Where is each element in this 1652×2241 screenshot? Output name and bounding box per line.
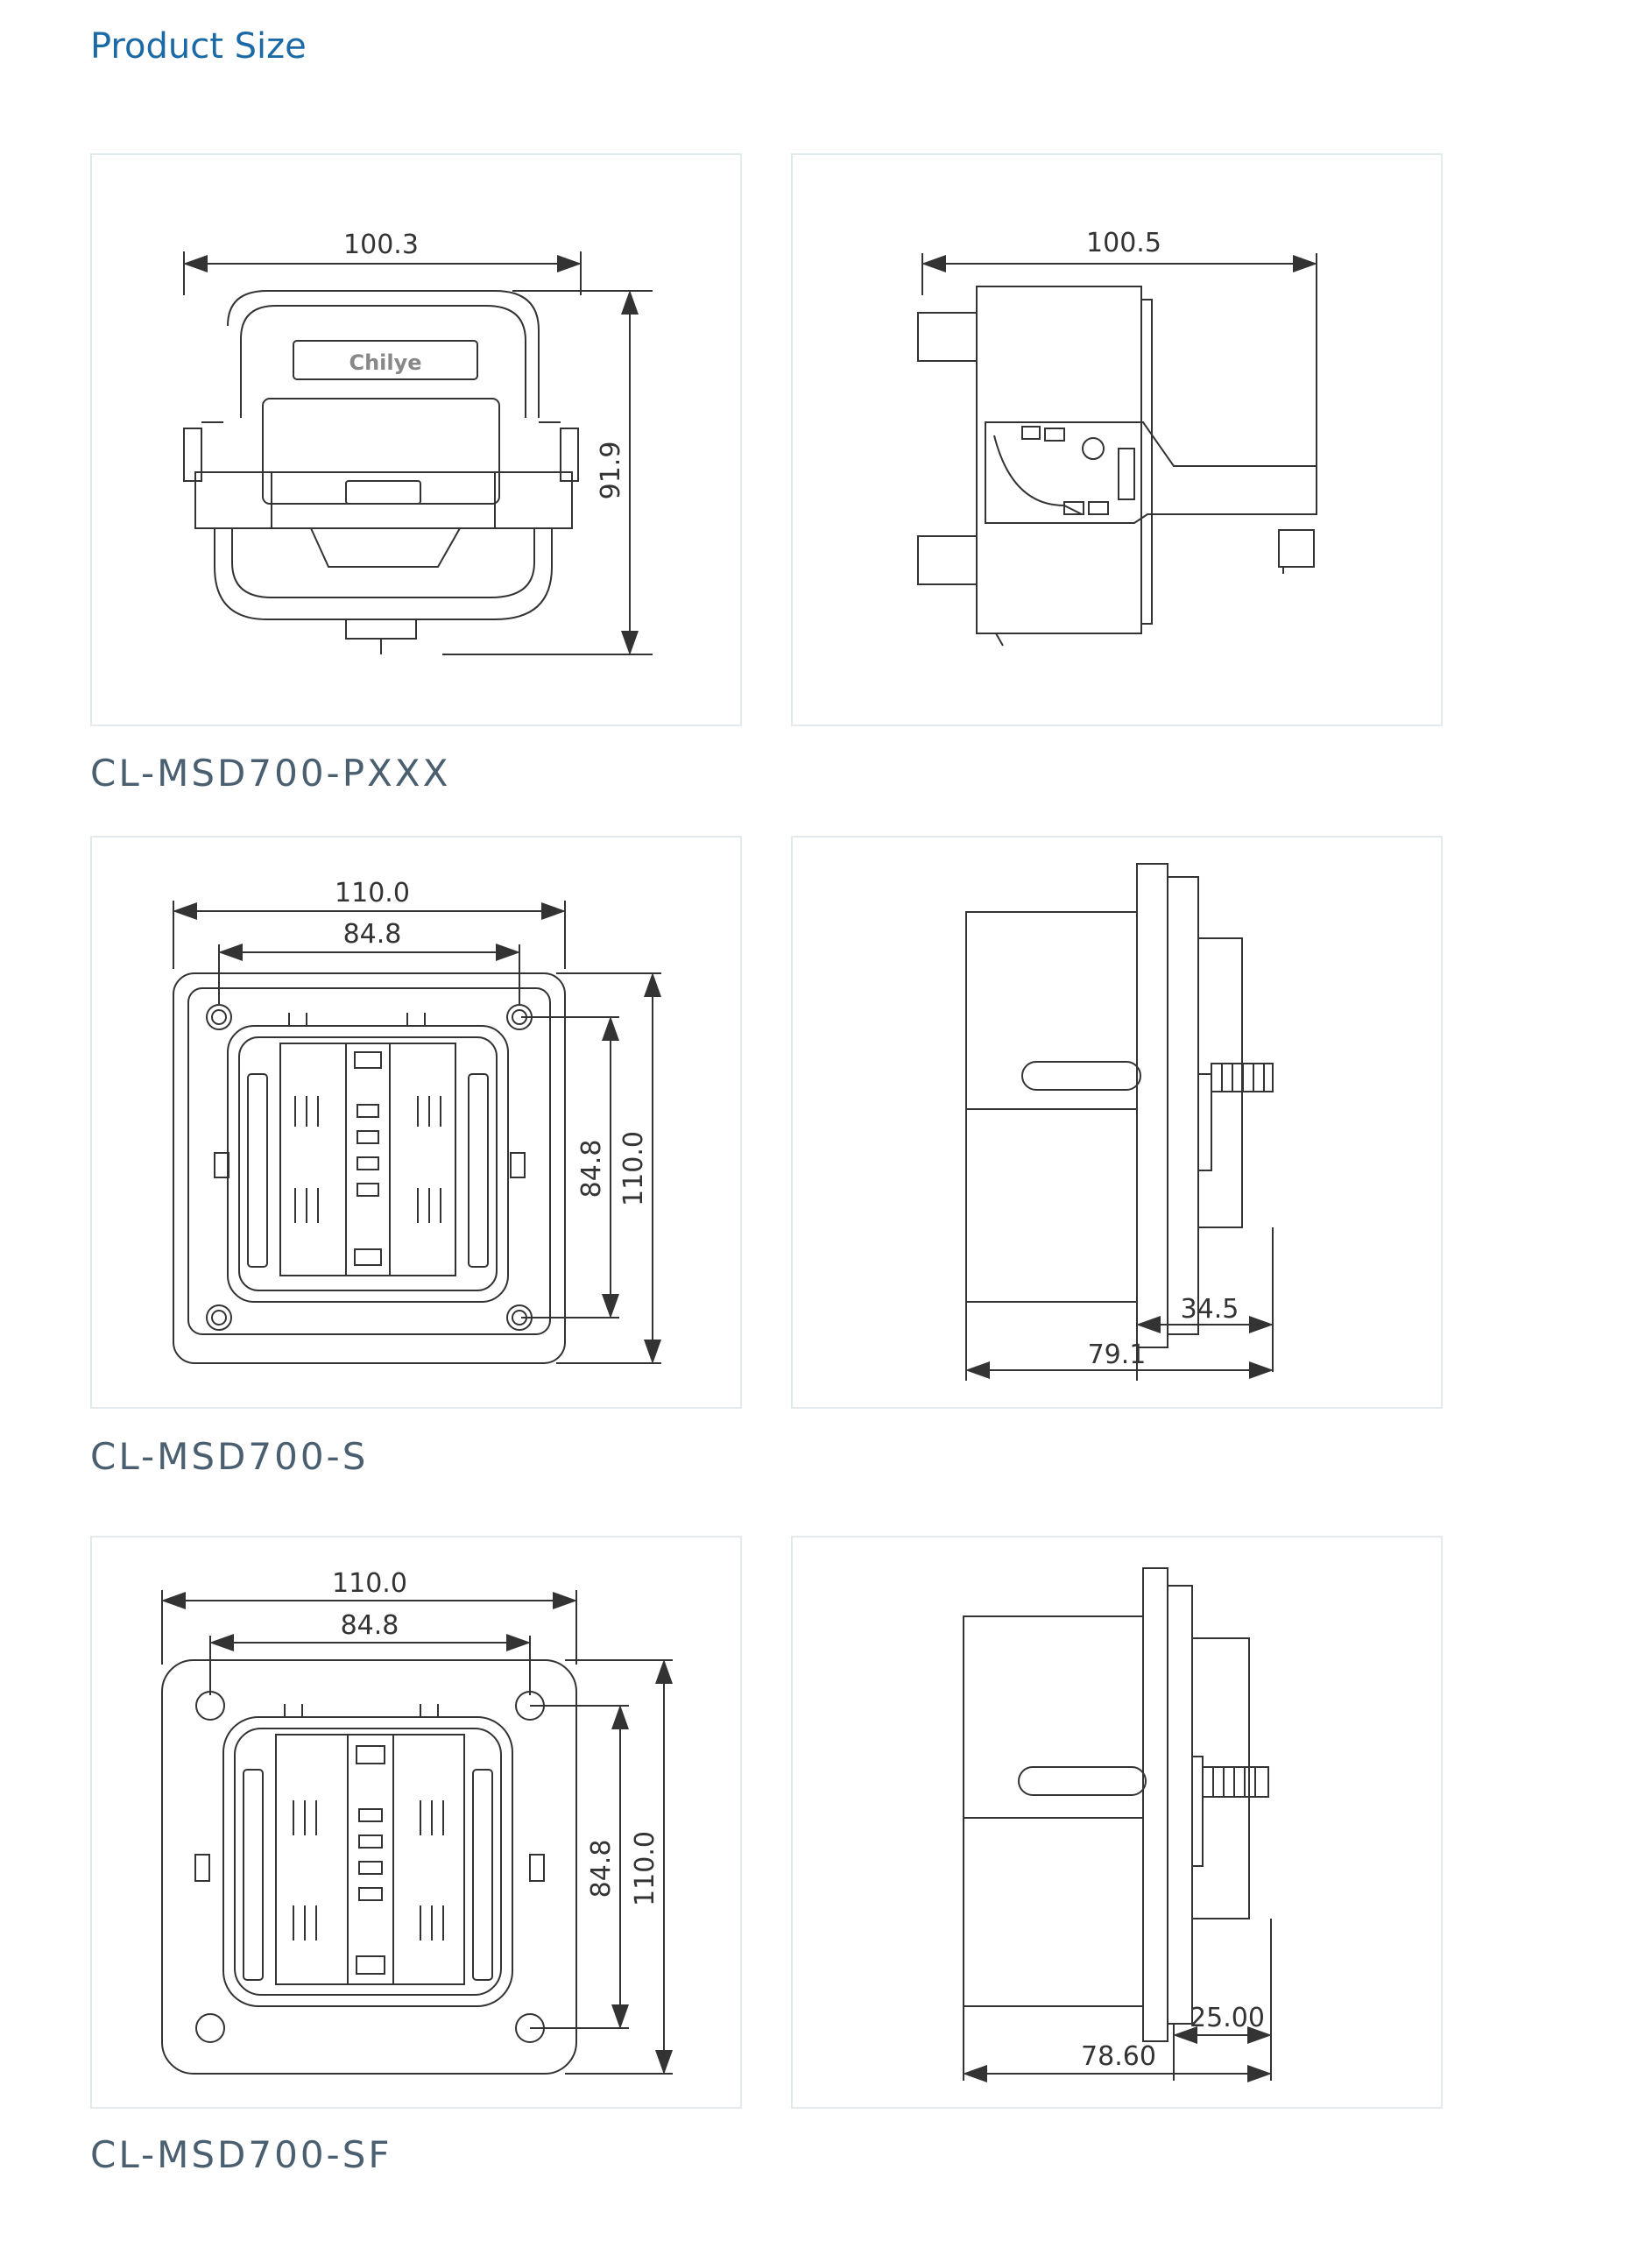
dimension-width-label: 100.5 <box>1086 228 1161 258</box>
model-name-pxxx: CL-MSD700-PXXX <box>90 752 451 795</box>
inner-height-label: 84.8 <box>586 1840 617 1898</box>
outer-height-label: 110.0 <box>630 1831 660 1906</box>
page-title: Product Size <box>90 26 307 67</box>
side-view-drawing-sf: 25.00 78.60 <box>963 1567 1272 2082</box>
side-view-panel-s: 34.5 79.1 <box>791 836 1443 1409</box>
long-depth-label: 79.1 <box>1088 1340 1147 1370</box>
side-view-panel-sf: 25.00 78.60 <box>791 1536 1443 2109</box>
short-depth-label: 34.5 <box>1181 1294 1239 1325</box>
inner-height-label: 84.8 <box>576 1140 607 1198</box>
front-view-panel-s: 110.0 84.8 84.8 110.0 <box>90 836 742 1409</box>
long-depth-label: 78.60 <box>1081 2041 1156 2072</box>
model-name-sf: CL-MSD700-SF <box>90 2133 392 2176</box>
dimension-width-label: 100.3 <box>343 230 419 260</box>
dimension-height-label: 91.9 <box>596 442 626 500</box>
front-view-drawing-s: 110.0 84.8 84.8 110.0 <box>173 878 661 1364</box>
front-view-panel-sf: 110.0 84.8 84.8 110.0 <box>90 1536 742 2109</box>
brand-logo-text: Chilye <box>349 350 421 375</box>
inner-width-label: 84.8 <box>341 1610 399 1641</box>
outer-width-label: 110.0 <box>332 1568 407 1599</box>
outer-height-label: 110.0 <box>618 1131 649 1206</box>
short-depth-label: 25.00 <box>1190 2003 1265 2033</box>
side-view-drawing-pxxx: 100.5 <box>917 228 1317 647</box>
front-view-drawing-sf: 110.0 84.8 84.8 110.0 <box>161 1568 673 2075</box>
inner-width-label: 84.8 <box>343 919 402 950</box>
outer-width-label: 110.0 <box>335 878 410 908</box>
side-view-panel-pxxx: 100.5 <box>791 153 1443 726</box>
front-view-panel-pxxx: 100.3 91.9 Chilye <box>90 153 742 726</box>
model-name-s: CL-MSD700-S <box>90 1435 369 1478</box>
side-view-drawing-s: 34.5 79.1 <box>965 863 1274 1381</box>
front-view-drawing-pxxx: 100.3 91.9 Chilye <box>183 230 653 655</box>
